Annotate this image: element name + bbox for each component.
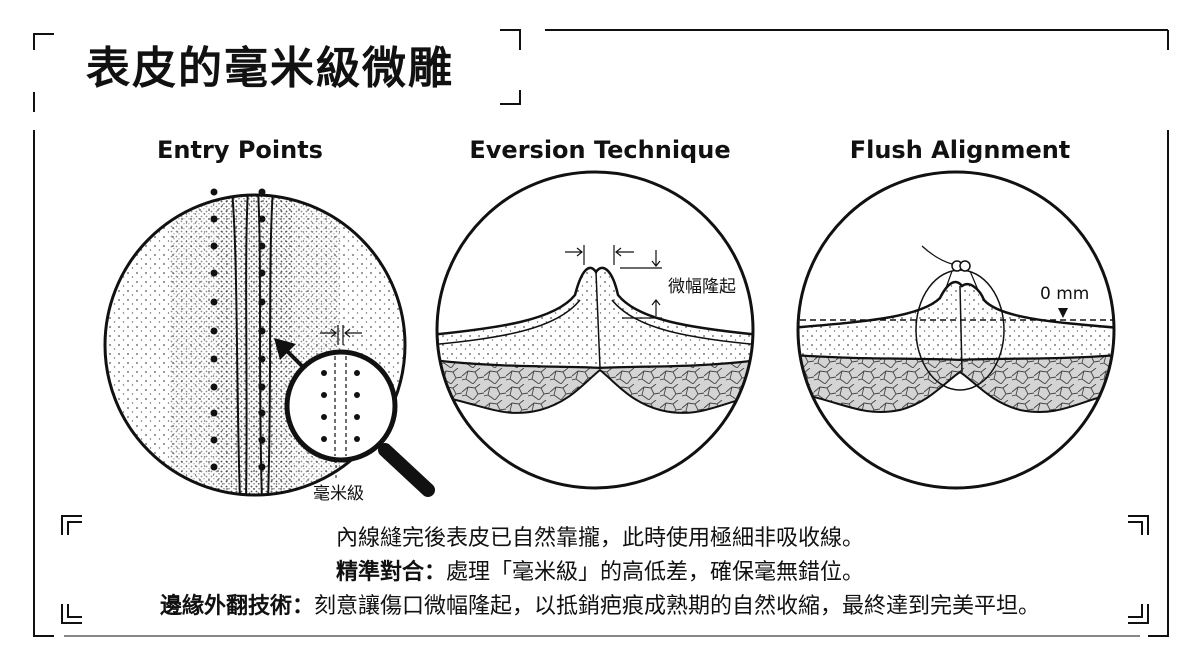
caption-line-3-head: 邊緣外翻技術： bbox=[160, 594, 314, 619]
caption-line-3: 邊緣外翻技術：刻意讓傷口微幅隆起，以抵銷疤痕成熟期的自然收縮，最終達到完美平坦。 bbox=[60, 588, 1140, 620]
panel-heading-entry-points: Entry Points bbox=[90, 136, 390, 164]
flush-alignment-diagram bbox=[790, 172, 1120, 500]
caption-line-3-body: 刻意讓傷口微幅隆起，以抵銷疤痕成熟期的自然收縮，最終達到完美平坦。 bbox=[314, 594, 1040, 619]
label-slight-elevation: 微幅隆起 bbox=[668, 272, 736, 297]
label-zero-mm: 0 mm bbox=[1040, 284, 1089, 304]
caption-line-2-head: 精準對合： bbox=[336, 560, 446, 585]
caption-line-2-body: 處理「毫米級」的高低差，確保毫無錯位。 bbox=[446, 560, 864, 585]
eversion-diagram bbox=[430, 172, 760, 500]
panel-heading-flush: Flush Alignment bbox=[810, 136, 1110, 164]
label-millimeter: 毫米級 bbox=[313, 479, 364, 504]
caption-line-2: 精準對合：處理「毫米級」的高低差，確保毫無錯位。 bbox=[60, 554, 1140, 586]
panel-heading-eversion: Eversion Technique bbox=[450, 136, 750, 164]
caption-line-1: 內線縫完後表皮已自然靠攏，此時使用極細非吸收線。 bbox=[60, 520, 1140, 552]
page-title: 表皮的毫米級微雕 bbox=[86, 34, 454, 104]
